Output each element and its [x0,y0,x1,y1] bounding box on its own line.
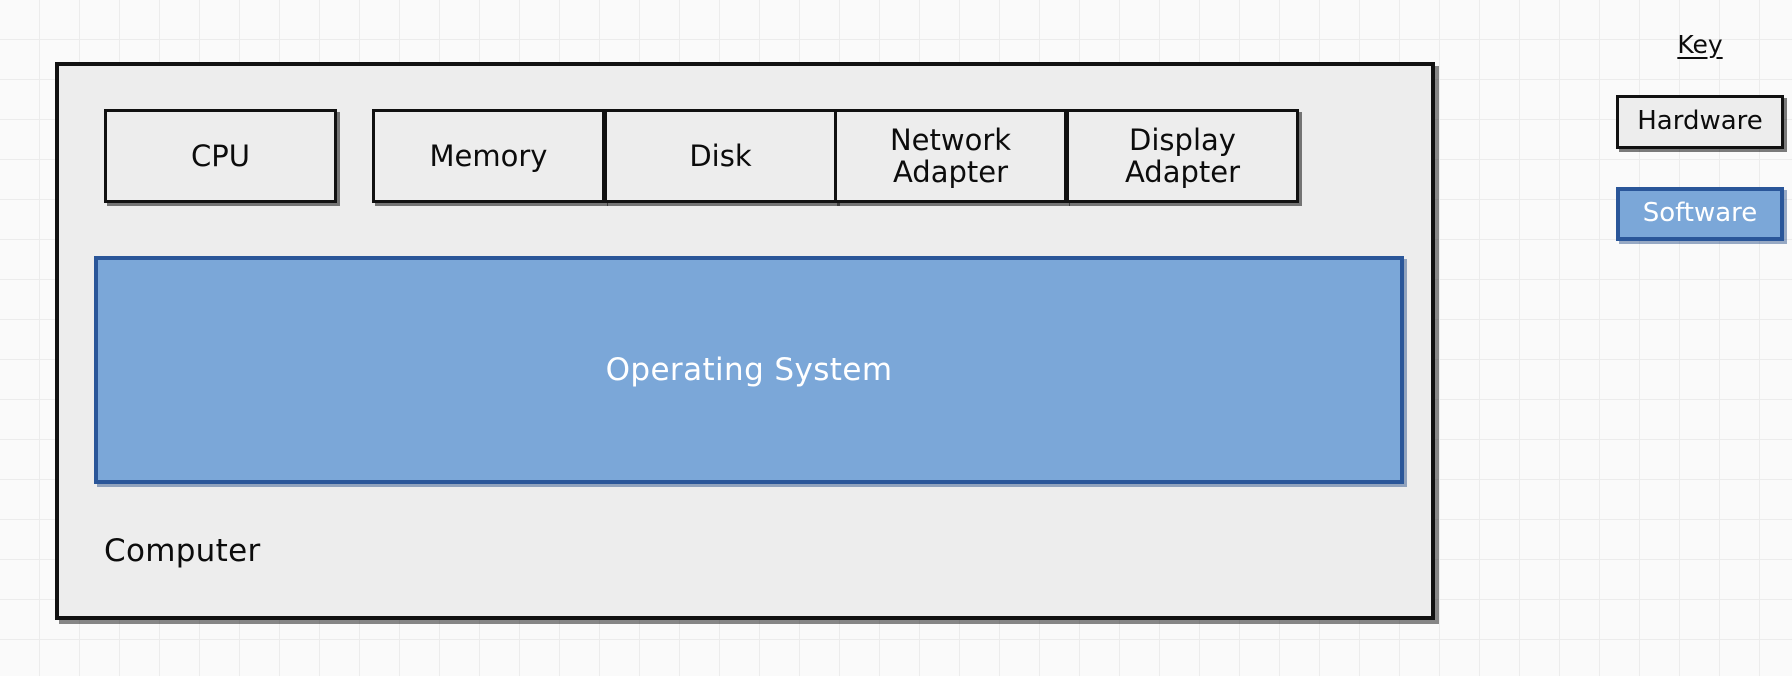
hardware-box-memory-label: Memory [429,138,548,173]
network-adapter-line-1: Network [889,122,1012,157]
computer-container-label: Computer [104,533,261,569]
software-box-operating-system[interactable]: Operating System [94,256,1404,484]
network-adapter-line-2: Adapter [892,155,1009,189]
hardware-box-disk[interactable]: Disk [604,109,837,203]
hardware-box-cpu-label: CPU [191,138,250,173]
computer-container[interactable]: CPU Memory Disk Network Adapter Display … [55,62,1435,620]
hardware-box-memory[interactable]: Memory [372,109,605,203]
key-title: Key [1677,30,1723,59]
software-box-operating-system-label: Operating System [605,351,893,388]
hardware-box-network-adapter-label: Network Adapter [889,122,1012,189]
hardware-box-display-adapter[interactable]: Display Adapter [1066,109,1299,203]
hardware-box-display-adapter-label: Display Adapter [1124,122,1241,189]
display-adapter-line-1: Display [1129,122,1236,157]
display-adapter-line-2: Adapter [1124,155,1241,189]
hardware-box-network-adapter[interactable]: Network Adapter [834,109,1067,203]
key-entry-hardware-label: Hardware [1637,106,1763,137]
key-entry-hardware[interactable]: Hardware [1616,95,1784,149]
key-panel: Key Hardware Software [1612,22,1788,262]
key-entry-software[interactable]: Software [1616,187,1784,241]
hardware-box-disk-label: Disk [689,138,752,173]
hardware-box-cpu[interactable]: CPU [104,109,337,203]
key-entry-software-label: Software [1642,198,1758,229]
